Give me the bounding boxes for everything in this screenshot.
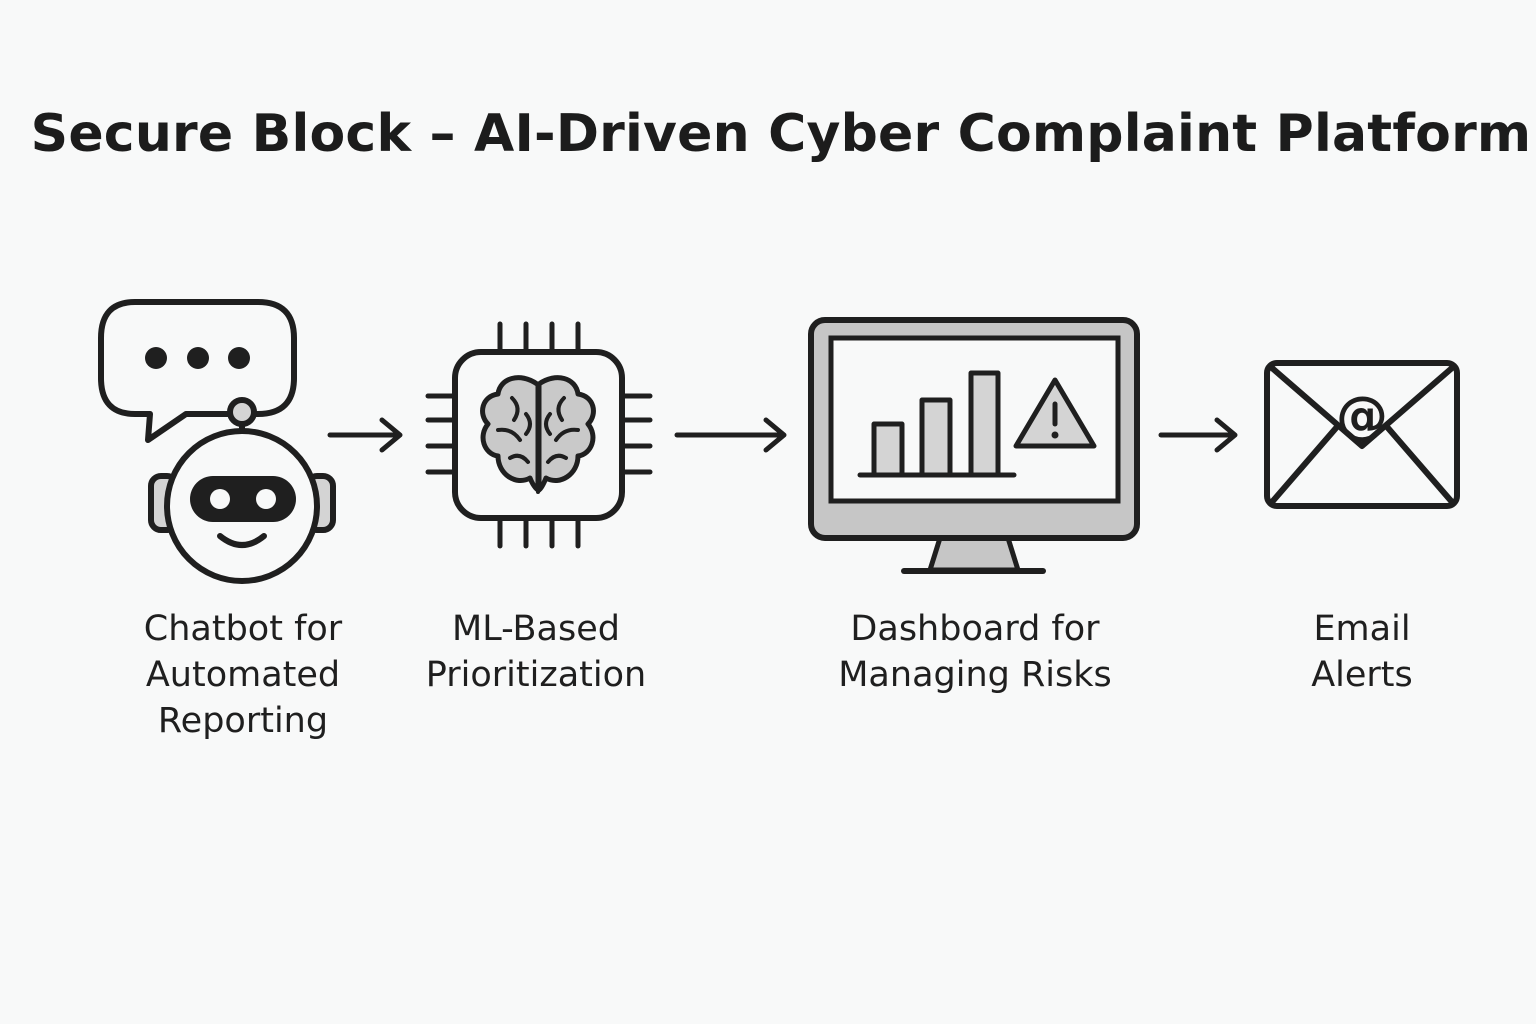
brain-chip-icon <box>425 321 653 549</box>
email-envelope-icon: @ <box>1264 360 1460 509</box>
page-title: Secure Block – AI-Driven Cyber Complaint… <box>30 104 1532 164</box>
dashboard-monitor-icon <box>808 317 1140 574</box>
arrow-right-icon <box>327 417 403 453</box>
step-label-email-alerts: Email Alerts <box>1311 609 1413 695</box>
chatbot-icon <box>98 299 336 584</box>
at-sign-icon: @ <box>1336 386 1388 446</box>
step-label-ml-prioritization: ML-Based Prioritization <box>425 609 647 695</box>
step-label-chatbot: Chatbot for Automated Reporting <box>143 609 343 741</box>
arrow-right-icon <box>1158 417 1238 453</box>
step-label-dashboard: Dashboard for Managing Risks <box>838 609 1112 695</box>
arrow-right-icon <box>674 417 787 453</box>
